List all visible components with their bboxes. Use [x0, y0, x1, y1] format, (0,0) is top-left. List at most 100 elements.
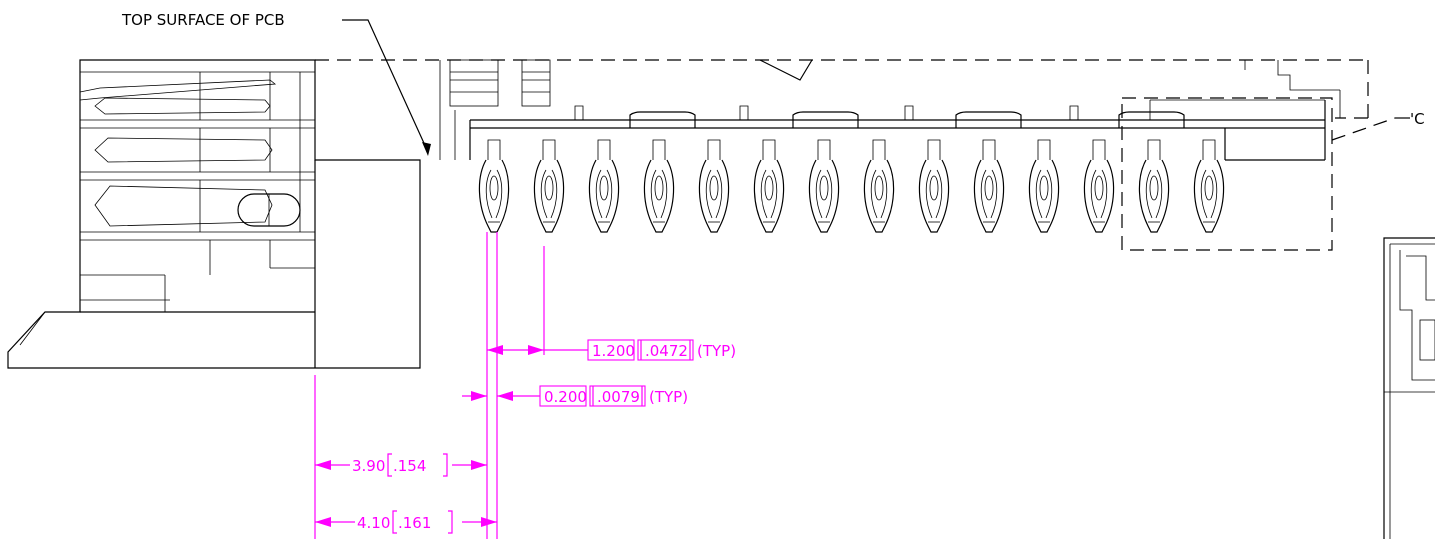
upper-detail-blocks — [439, 59, 1341, 160]
pin-lead-inner — [1145, 169, 1163, 219]
connector-housing — [7, 59, 421, 369]
pin-lead-outline — [863, 159, 895, 233]
carrier-tab — [904, 105, 914, 120]
contact-pin — [918, 159, 950, 233]
pin-lead-inner — [705, 169, 723, 219]
carrier-tab — [739, 105, 749, 120]
pin-stem — [1202, 139, 1216, 160]
pin-lead-outline — [1083, 159, 1115, 233]
pin-lead-inner — [980, 169, 998, 219]
pitch-metric-value: 1.200 — [592, 342, 635, 360]
pin-stem — [1092, 139, 1106, 160]
offset-a-dimension: 3.90 .154 — [315, 453, 487, 477]
carrier-retention-hump — [792, 111, 859, 128]
pin-slot — [599, 175, 609, 201]
carrier-tab — [574, 105, 584, 120]
pitch-imperial-value: .0472 — [645, 342, 688, 360]
pin-lead-outline — [643, 159, 675, 233]
pin-stem — [652, 139, 666, 160]
pitch-typ-note: (TYP) — [697, 342, 736, 360]
contact-pin — [753, 159, 785, 233]
pin-slot — [1094, 175, 1104, 201]
pin-lead-outline — [1193, 159, 1225, 233]
pin-slot — [1204, 175, 1214, 201]
gap-dimension: 0.200 .0079 (TYP) — [462, 385, 688, 407]
contact-pin — [1193, 159, 1225, 233]
dimensions: 1.200 .0472 (TYP) 0.200 .0079 (TYP) — [314, 232, 736, 539]
pin-stem — [762, 139, 776, 160]
contact-pin — [1083, 159, 1115, 233]
pin-lead-inner — [815, 169, 833, 219]
pin-lead-inner — [760, 169, 778, 219]
pin-stem — [1147, 139, 1161, 160]
pin-slot — [709, 175, 719, 201]
gap-metric-value: 0.200 — [544, 388, 587, 406]
offset-a-imperial-value: .154 — [393, 457, 426, 475]
shell-outline — [315, 59, 1369, 119]
carrier-retention-hump — [955, 111, 1022, 128]
pin-lead-inner — [925, 169, 943, 219]
pin-lead-inner — [1200, 169, 1218, 219]
pin-lead-outline — [973, 159, 1005, 233]
pin-lead-outline — [533, 159, 565, 233]
pin-slot — [1039, 175, 1049, 201]
pin-lead-inner — [485, 169, 503, 219]
gap-typ-note: (TYP) — [649, 388, 688, 406]
pin-slot — [819, 175, 829, 201]
detail-c-label: 'C — [1410, 110, 1425, 128]
pcb-surface-callout: TOP SURFACE OF PCB — [121, 11, 431, 156]
pin-stem — [872, 139, 886, 160]
contact-pin — [863, 159, 895, 233]
pin-lead-outline — [808, 159, 840, 233]
pin-stem — [597, 139, 611, 160]
contact-pins — [478, 159, 1225, 233]
pin-lead-inner — [870, 169, 888, 219]
pin-slot — [1149, 175, 1159, 201]
pin-lead-outline — [588, 159, 620, 233]
contact-pin — [1028, 159, 1060, 233]
pin-lead-inner — [1090, 169, 1108, 219]
pcb-surface-label: TOP SURFACE OF PCB — [121, 11, 285, 29]
pin-lead-inner — [595, 169, 613, 219]
pin-lead-outline — [1138, 159, 1170, 233]
pin-slot — [929, 175, 939, 201]
carrier-tab — [1069, 105, 1079, 120]
pin-slot — [654, 175, 664, 201]
pin-lead-outline — [918, 159, 950, 233]
gap-imperial-value: .0079 — [597, 388, 640, 406]
contact-pin — [808, 159, 840, 233]
pin-lead-inner — [540, 169, 558, 219]
contact-pin — [533, 159, 565, 233]
pin-stem — [982, 139, 996, 160]
pin-stem — [542, 139, 556, 160]
pin-slot — [489, 175, 499, 201]
pin-stem — [1037, 139, 1051, 160]
contact-pin — [698, 159, 730, 233]
pin-lead-inner — [1035, 169, 1053, 219]
pin-slot — [544, 175, 554, 201]
contact-pin — [588, 159, 620, 233]
pin-stem — [707, 139, 721, 160]
right-partial-view — [1383, 237, 1435, 539]
pin-lead-outline — [753, 159, 785, 233]
pitch-dimension: 1.200 .0472 (TYP) — [487, 339, 736, 361]
offset-b-dimension: 4.10 .161 — [315, 510, 497, 534]
carrier-retention-hump — [629, 111, 696, 128]
pin-stem — [927, 139, 941, 160]
pin-stem — [817, 139, 831, 160]
pin-lead-outline — [1028, 159, 1060, 233]
pin-slot — [984, 175, 994, 201]
carrier-retention-hump — [1118, 111, 1185, 128]
contact-pin — [478, 159, 510, 233]
pin-slot — [764, 175, 774, 201]
contact-pin — [643, 159, 675, 233]
detail-c-region: 'C — [1121, 97, 1425, 251]
pin-lead-inner — [650, 169, 668, 219]
pin-stem — [487, 139, 501, 160]
contact-pin — [1138, 159, 1170, 233]
pin-lead-outline — [478, 159, 510, 233]
offset-b-metric-value: 4.10 — [357, 514, 390, 532]
offset-a-metric-value: 3.90 — [352, 457, 385, 475]
contact-carrier-strip — [469, 99, 1326, 161]
